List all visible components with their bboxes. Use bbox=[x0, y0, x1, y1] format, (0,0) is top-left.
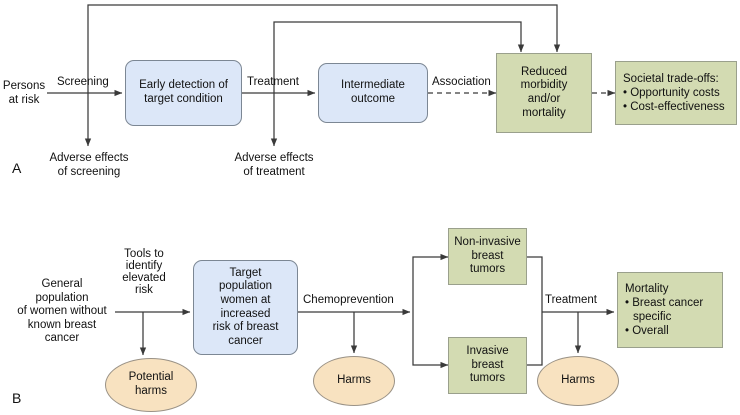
node-adverse-effects-screening: Adverse effects of screening bbox=[38, 150, 140, 182]
node-mortality: Mortality • Breast cancer specific • Ove… bbox=[617, 272, 723, 348]
edge-label-tools-to-identify: Tools to identify elevated risk bbox=[122, 248, 166, 296]
societal-tradeoffs-item-0: • Opportunity costs bbox=[623, 86, 720, 99]
edge-label-association: Association bbox=[432, 76, 491, 88]
potential-harms-label: Potential harms bbox=[128, 371, 174, 397]
mortality-item-2: • Overall bbox=[625, 325, 669, 338]
edge-label-chemoprevention: Chemoprevention bbox=[303, 294, 394, 306]
mortality-item-0: • Breast cancer bbox=[625, 296, 704, 309]
node-invasive-tumors: Invasive breast tumors bbox=[448, 337, 527, 394]
panel-letter-a: A bbox=[12, 160, 22, 176]
edge-label-treatment-a: Treatment bbox=[247, 76, 299, 88]
node-potential-harms: Potential harms bbox=[105, 358, 197, 412]
intermediate-outcome-label: Intermediate outcome bbox=[341, 79, 405, 105]
node-adverse-effects-treatment: Adverse effects of treatment bbox=[223, 150, 325, 182]
adverse-effects-treatment-label: Adverse effects of treatment bbox=[234, 152, 314, 178]
node-general-population: General population of women without know… bbox=[8, 273, 116, 351]
node-early-detection: Early detection of target condition bbox=[125, 60, 242, 126]
node-intermediate-outcome: Intermediate outcome bbox=[318, 63, 428, 123]
node-target-population: Target population women at increased ris… bbox=[193, 260, 298, 355]
early-detection-label: Early detection of target condition bbox=[139, 79, 228, 105]
panel-letter-b: B bbox=[12, 390, 22, 406]
node-non-invasive-tumors: Non-invasive breast tumors bbox=[448, 228, 527, 285]
non-invasive-label: Non-invasive breast tumors bbox=[454, 236, 521, 276]
reduced-morbidity-label: Reduced morbidity and/or mortality bbox=[520, 65, 568, 119]
adverse-effects-screening-label: Adverse effects of screening bbox=[49, 152, 129, 178]
invasive-label: Invasive breast tumors bbox=[466, 345, 509, 385]
societal-tradeoffs-title: Societal trade-offs: bbox=[623, 72, 719, 85]
node-persons-at-risk: Persons at risk bbox=[0, 74, 48, 114]
node-harms-mid: Harms bbox=[313, 356, 395, 406]
harms-mid-label: Harms bbox=[337, 374, 371, 387]
node-societal-tradeoffs: Societal trade-offs: • Opportunity costs… bbox=[615, 61, 737, 125]
node-reduced-morbidity: Reduced morbidity and/or mortality bbox=[496, 53, 592, 133]
societal-tradeoffs-item-1: • Cost-effectiveness bbox=[623, 101, 725, 113]
target-population-label: Target population women at increased ris… bbox=[212, 266, 279, 347]
general-population-label: General population of women without know… bbox=[17, 278, 107, 345]
persons-at-risk-line1: Persons at risk bbox=[2, 80, 46, 106]
node-harms-right: Harms bbox=[537, 356, 619, 406]
mortality-title: Mortality bbox=[625, 282, 669, 295]
edge-label-screening: Screening bbox=[57, 76, 109, 88]
mortality-item-1: specific bbox=[633, 311, 672, 323]
edge-label-treatment-b: Treatment bbox=[545, 294, 597, 306]
harms-right-label: Harms bbox=[561, 374, 595, 387]
